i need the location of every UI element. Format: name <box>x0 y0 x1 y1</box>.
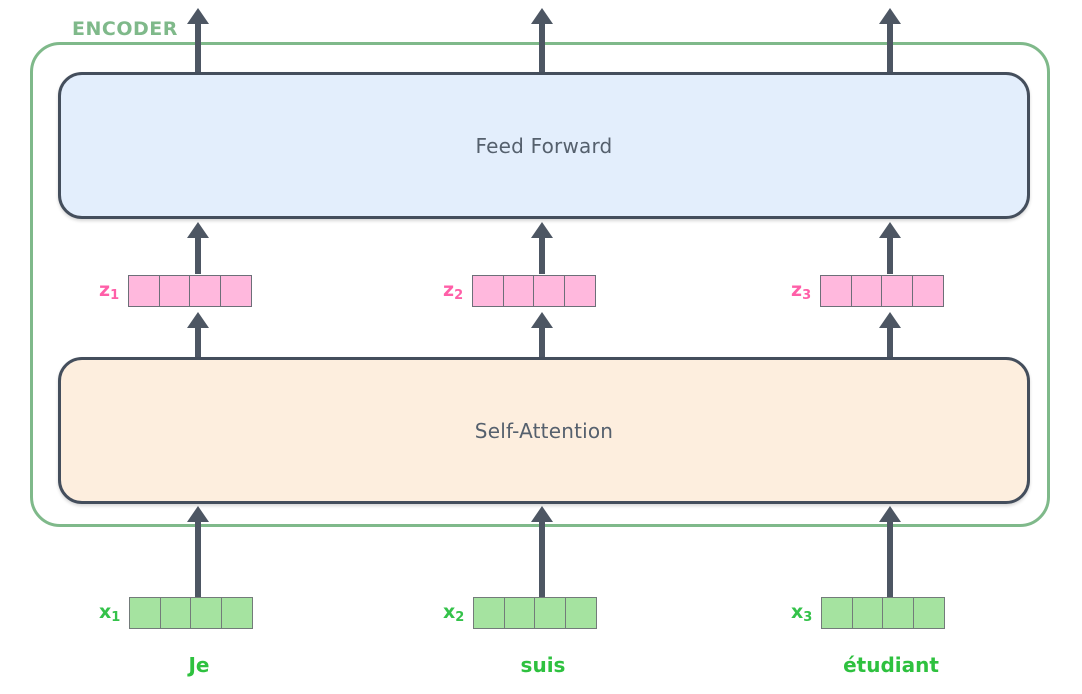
vector-cell <box>533 275 566 307</box>
arrow-head-icon <box>531 312 553 328</box>
vector-cell <box>219 275 252 307</box>
z-to-ff-arrow-3 <box>879 222 901 274</box>
word-label-2: suis <box>520 653 566 677</box>
x-vector-2: x2 <box>443 597 597 629</box>
arrow-stem <box>539 233 545 274</box>
z-vector-1-label: z1 <box>99 279 120 303</box>
vector-cell <box>502 275 535 307</box>
arrow-stem <box>887 517 893 598</box>
vector-cell <box>129 597 162 629</box>
vector-cell <box>564 597 597 629</box>
word-label-1: Je <box>188 653 210 677</box>
word-label-3: étudiant <box>843 653 939 677</box>
vector-cell <box>821 597 854 629</box>
arrow-head-icon <box>879 506 901 522</box>
feed-forward-layer: Feed Forward <box>58 72 1030 219</box>
arrow-head-icon <box>187 8 209 24</box>
self-attention-title: Self-Attention <box>474 418 614 443</box>
x-vector-3: x3 <box>791 597 945 629</box>
z-vector-1: z1 <box>99 275 252 307</box>
vector-cell <box>563 275 596 307</box>
vector-cell <box>534 597 567 629</box>
arrow-head-icon <box>531 506 553 522</box>
z-vector-1-cells <box>128 275 252 307</box>
vector-cell <box>881 275 914 307</box>
vector-cell <box>159 597 192 629</box>
x-vector-1-label: x1 <box>99 601 121 625</box>
x-to-sa-arrow-2 <box>531 506 553 598</box>
x-vector-1-subscript: 1 <box>111 610 121 625</box>
arrow-stem <box>195 19 201 72</box>
vector-cell <box>190 597 223 629</box>
z-vector-3-subscript: 3 <box>802 288 812 303</box>
z-vector-1-subscript: 1 <box>110 288 120 303</box>
vector-cell <box>472 275 505 307</box>
vector-cell <box>912 597 945 629</box>
arrow-head-icon <box>187 222 209 238</box>
arrow-head-icon <box>879 222 901 238</box>
vector-cell <box>189 275 222 307</box>
x-vector-2-cells <box>473 597 597 629</box>
arrow-head-icon <box>187 312 209 328</box>
vector-cell <box>911 275 944 307</box>
z-vector-2-cells <box>472 275 596 307</box>
arrow-stem <box>887 19 893 72</box>
x-vector-1: x1 <box>99 597 253 629</box>
arrow-head-icon <box>187 506 209 522</box>
output-arrow-1 <box>187 8 209 72</box>
arrow-stem <box>539 19 545 72</box>
vector-cell <box>473 597 506 629</box>
z-vector-2-label: z2 <box>443 279 464 303</box>
x-vector-3-subscript: 3 <box>803 610 813 625</box>
x-to-sa-arrow-1 <box>187 506 209 598</box>
encoder-label: ENCODER <box>72 18 178 40</box>
arrow-stem <box>539 517 545 598</box>
x-vector-2-label: x2 <box>443 601 465 625</box>
z-vector-2: z2 <box>443 275 596 307</box>
z-vector-3-label: z3 <box>791 279 812 303</box>
feed-forward-title: Feed Forward <box>475 133 613 158</box>
arrow-stem <box>887 323 893 358</box>
x-vector-1-cells <box>129 597 253 629</box>
z-vector-3-cells <box>820 275 944 307</box>
vector-cell <box>503 597 536 629</box>
x-vector-2-subscript: 2 <box>455 610 465 625</box>
arrow-head-icon <box>531 8 553 24</box>
arrow-head-icon <box>879 312 901 328</box>
z-vector-3: z3 <box>791 275 944 307</box>
vector-cell <box>158 275 191 307</box>
x-to-sa-arrow-3 <box>879 506 901 598</box>
vector-cell <box>220 597 253 629</box>
arrow-stem <box>887 233 893 274</box>
arrow-stem <box>539 323 545 358</box>
z-vector-2-subscript: 2 <box>454 288 464 303</box>
z-to-ff-arrow-2 <box>531 222 553 274</box>
arrow-head-icon <box>531 222 553 238</box>
output-arrow-3 <box>879 8 901 72</box>
self-attention-layer: Self-Attention <box>58 357 1030 504</box>
arrow-stem <box>195 517 201 598</box>
arrow-head-icon <box>879 8 901 24</box>
vector-cell <box>851 597 884 629</box>
z-to-ff-arrow-1 <box>187 222 209 274</box>
vector-cell <box>882 597 915 629</box>
x-vector-3-cells <box>821 597 945 629</box>
sa-to-z-arrow-3 <box>879 312 901 358</box>
output-arrow-2 <box>531 8 553 72</box>
vector-cell <box>850 275 883 307</box>
vector-cell <box>820 275 853 307</box>
arrow-stem <box>195 323 201 358</box>
vector-cell <box>128 275 161 307</box>
sa-to-z-arrow-2 <box>531 312 553 358</box>
x-vector-3-label: x3 <box>791 601 813 625</box>
sa-to-z-arrow-1 <box>187 312 209 358</box>
arrow-stem <box>195 233 201 274</box>
